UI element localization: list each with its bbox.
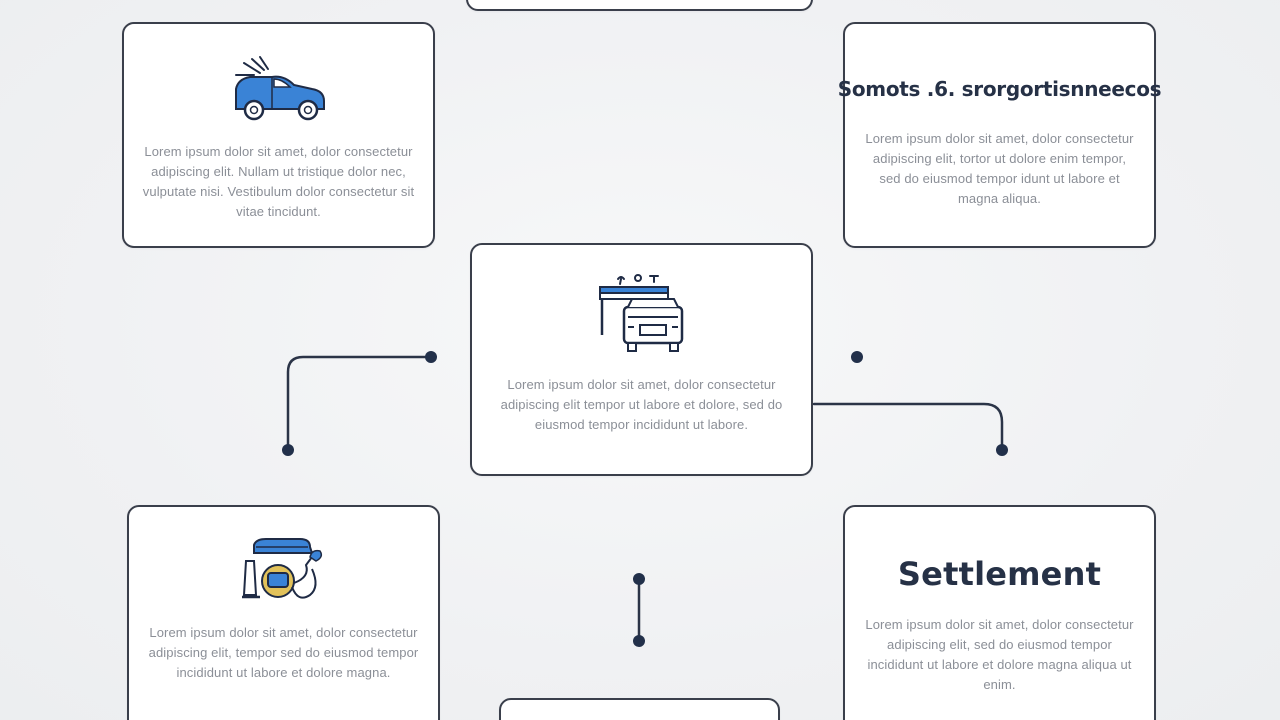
- card-inspection-body: Lorem ipsum dolor sit amet, dolor consec…: [500, 377, 783, 432]
- connector-node: [633, 635, 645, 647]
- connector-node: [996, 444, 1008, 456]
- connector-node: [425, 351, 437, 363]
- repair-station-icon: [240, 537, 328, 603]
- connector-node: [633, 573, 645, 585]
- connector-node: [282, 444, 294, 456]
- tow-truck-garage-icon: [594, 271, 690, 355]
- connector-left-elbow: [286, 355, 433, 452]
- card-top-center: [466, 0, 813, 11]
- card-settlement-heading: Settlement: [897, 555, 1102, 593]
- card-repair-body: Lorem ipsum dolor sit amet, dolor consec…: [148, 625, 419, 680]
- card-reporting: Somots .6. srorgortisnneecos Lorem ipsum…: [838, 22, 1162, 248]
- card-incident-body: Lorem ipsum dolor sit amet, dolor consec…: [142, 144, 415, 219]
- card-settlement-body: Lorem ipsum dolor sit amet, dolor consec…: [865, 617, 1134, 692]
- connector-right-elbow: [812, 402, 1004, 452]
- card-repair: Lorem ipsum dolor sit amet, dolor consec…: [127, 505, 440, 720]
- card-reporting-body: Lorem ipsum dolor sit amet, dolor consec…: [865, 131, 1134, 206]
- damaged-car-icon: [224, 54, 334, 126]
- card-bottom-center: [499, 698, 780, 720]
- card-incident: Lorem ipsum dolor sit amet, dolor consec…: [122, 22, 435, 248]
- card-reporting-heading: Somots .6. srorgortisnneecos: [837, 77, 1162, 101]
- card-settlement: Settlement Lorem ipsum dolor sit amet, d…: [843, 505, 1156, 720]
- card-inspection: Lorem ipsum dolor sit amet, dolor consec…: [470, 243, 813, 476]
- connector-node: [851, 351, 863, 363]
